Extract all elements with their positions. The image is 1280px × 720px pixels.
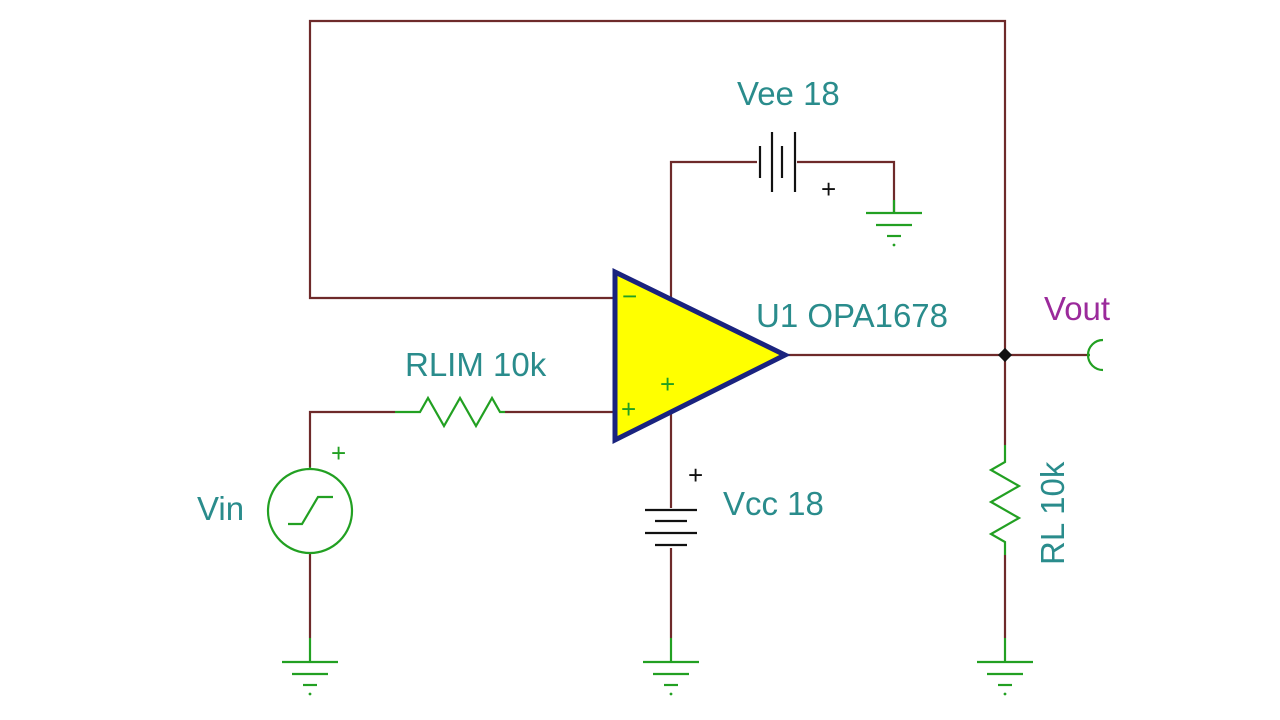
vout-terminal-symbol — [1086, 338, 1104, 372]
vin-top-wire — [308, 410, 395, 467]
ground-vin — [282, 638, 338, 696]
vin-step-symbol — [288, 495, 333, 526]
wires — [308, 19, 1090, 638]
vin-label: Vin — [197, 490, 244, 527]
vin-plus-sign: + — [331, 438, 346, 468]
rl-label: RL 10k — [1034, 461, 1071, 565]
noninverting-input-sign: + — [621, 394, 636, 424]
rlim-resistor — [395, 395, 505, 429]
ground-vee — [866, 200, 922, 247]
feedback-wire — [308, 19, 1007, 355]
output-junction — [997, 347, 1013, 363]
vcc-label: Vcc 18 — [723, 485, 824, 522]
opamp-label: U1 OPA1678 — [756, 297, 948, 334]
vee-ground-wire — [797, 160, 896, 213]
opamp-supply-plus-sign: + — [660, 369, 675, 399]
inverting-input-sign: − — [622, 281, 637, 311]
opamp-u1: − + + — [612, 267, 791, 445]
ground-vcc — [643, 638, 699, 696]
vout-label: Vout — [1044, 290, 1110, 327]
ground-rl — [977, 638, 1033, 696]
rl-zigzag — [988, 445, 1022, 555]
vcc-plus-sign: + — [688, 460, 703, 490]
vin-source: + — [266, 438, 354, 555]
vee-plus-sign: + — [821, 174, 836, 204]
vcc-battery: + — [645, 460, 703, 547]
vee-supply-wire — [669, 160, 757, 300]
rlim-label: RLIM 10k — [405, 346, 547, 383]
rl-resistor — [988, 445, 1022, 555]
vout-terminal — [1086, 338, 1104, 372]
vin-circle — [266, 467, 354, 555]
opamp-body — [612, 267, 791, 445]
vee-battery: + — [758, 132, 836, 204]
vee-label: Vee 18 — [737, 75, 840, 112]
rlim-zigzag — [395, 395, 505, 429]
